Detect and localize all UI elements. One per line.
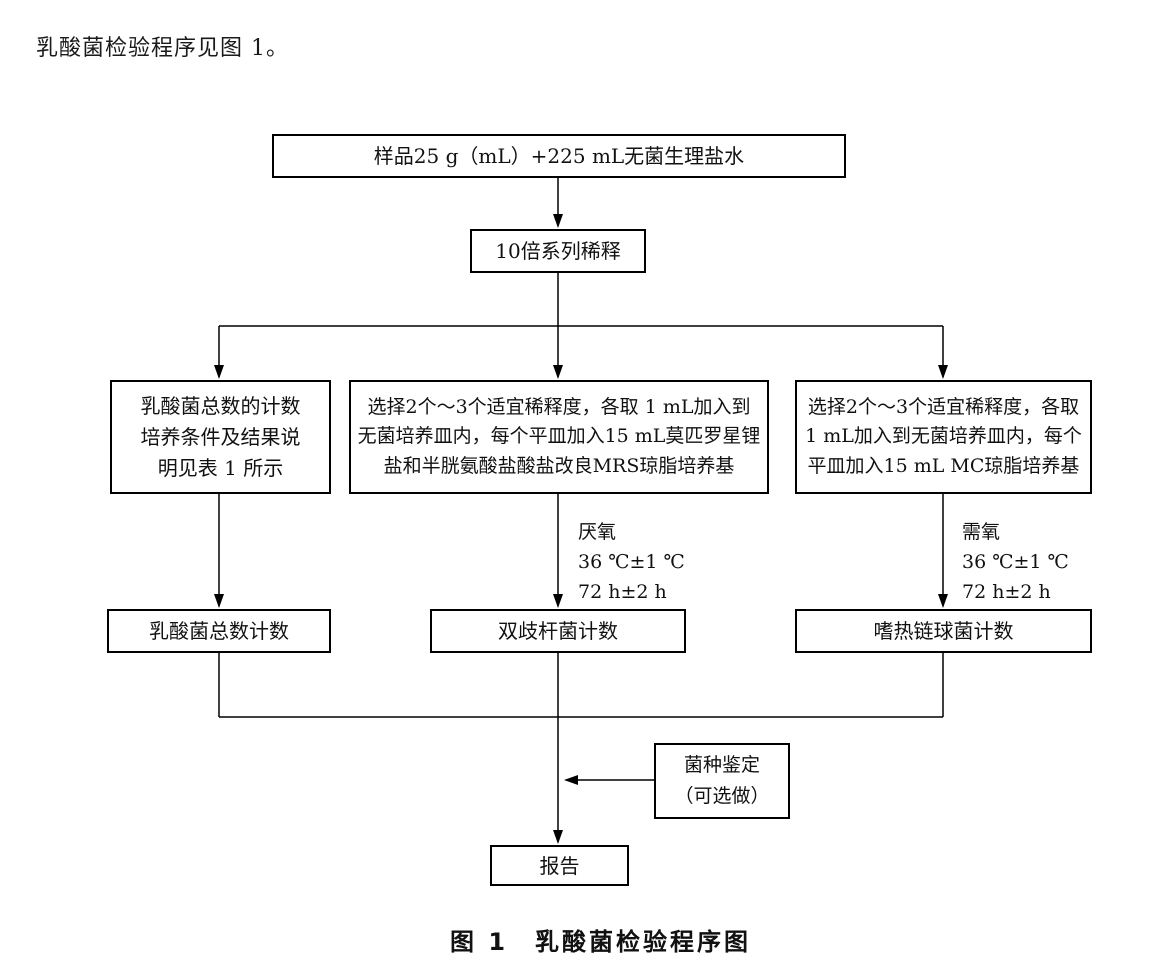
figure-caption: 图 1 乳酸菌检验程序图: [449, 928, 752, 956]
sample-box: 样品25 g（mL）+225 mL无菌生理盐水: [272, 134, 846, 178]
species-identification-box: 菌种鉴定 （可选做）: [654, 743, 790, 819]
mrs-agar-plating-box: 选择2个～3个适宜稀释度，各取 1 mL加入到 无菌培养皿内，每个平皿加入15 …: [349, 380, 769, 494]
intro-text: 乳酸菌检验程序见图 1。: [36, 36, 289, 61]
anaerobic-incubation-label: 厌氧 36 ℃±1 ℃ 72 h±2 h: [578, 521, 685, 603]
report-box: 报告: [490, 845, 629, 886]
lab-count-conditions-box: 乳酸菌总数的计数 培养条件及结果说 明见表 1 所示: [110, 380, 331, 494]
bifidobacterium-count-box: 双歧杆菌计数: [430, 609, 686, 653]
aerobic-incubation-label: 需氧 36 ℃±1 ℃ 72 h±2 h: [962, 521, 1069, 603]
mc-agar-plating-box: 选择2个～3个适宜稀释度，各取 1 mL加入到无菌培养皿内，每个 平皿加入15 …: [795, 380, 1092, 494]
streptococcus-thermophilus-count-box: 嗜热链球菌计数: [795, 609, 1092, 653]
lab-total-count-box: 乳酸菌总数计数: [107, 609, 331, 653]
dilution-box: 10倍系列稀释: [470, 229, 646, 273]
